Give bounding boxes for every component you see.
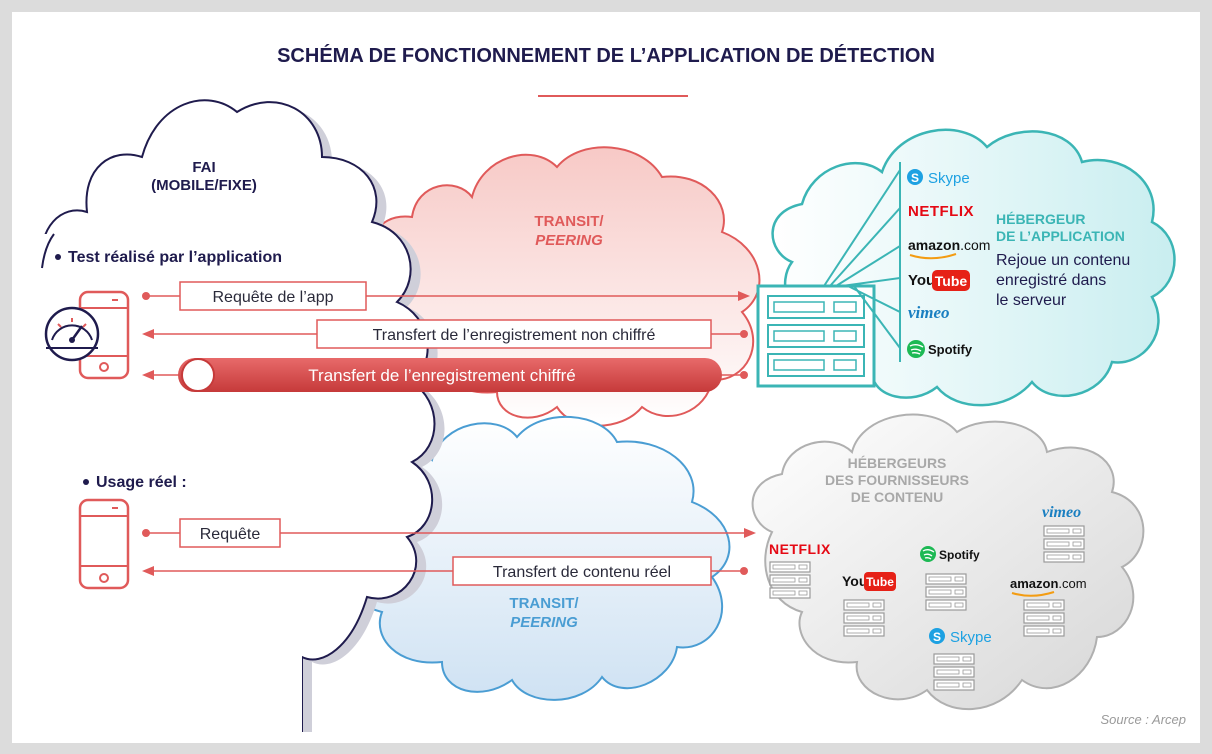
svg-text:amazon.com: amazon.com bbox=[1010, 576, 1087, 591]
content-hosts-heading-1: HÉBERGEURS bbox=[848, 455, 947, 471]
amazon-server-icon bbox=[1023, 599, 1065, 637]
svg-text:Tube: Tube bbox=[866, 575, 894, 589]
fai-cloud-edge-left bbox=[41, 233, 55, 269]
app-host-desc-2: enregistré dans bbox=[996, 272, 1106, 289]
youtube-logo-bottom: You Tube bbox=[842, 572, 896, 591]
test-heading: Test réalisé par l’application bbox=[68, 249, 282, 266]
test-bullet bbox=[55, 254, 61, 260]
app-host-fan-lines bbox=[823, 162, 901, 362]
svg-text:S: S bbox=[911, 171, 919, 185]
phone-usage-icon bbox=[78, 498, 130, 590]
svg-text:Skype: Skype bbox=[950, 629, 992, 646]
diagram-canvas: SCHÉMA DE FONCTIONNEMENT DE L’APPLICATIO… bbox=[12, 44, 1186, 742]
app-host-desc-1: Rejoue un contenu bbox=[996, 252, 1130, 269]
netflix-server-icon bbox=[769, 561, 811, 599]
speedometer-icon bbox=[44, 306, 100, 362]
content-hosts-heading-2: DES FOURNISSEURS bbox=[825, 472, 969, 488]
app-host-desc-3: le serveur bbox=[996, 292, 1067, 309]
arrow-transfer-encrypted: Transfert de l’enregistrement chiffré bbox=[142, 358, 748, 392]
transit-top-cloud bbox=[373, 146, 761, 427]
label-transfer-real: Transfert de contenu réel bbox=[493, 564, 671, 581]
label-request-app: Requête de l’app bbox=[213, 289, 334, 306]
vimeo-logo-top: vimeo bbox=[908, 303, 950, 322]
amazon-logo-top: amazon.com bbox=[908, 237, 990, 260]
svg-text:amazon.com: amazon.com bbox=[908, 237, 990, 253]
svg-text:Tube: Tube bbox=[935, 273, 968, 289]
app-host-heading-1: HÉBERGEUR bbox=[996, 211, 1085, 227]
skype-logo-top: S Skype bbox=[907, 169, 970, 187]
app-host-server-icon bbox=[756, 284, 876, 388]
svg-text:S: S bbox=[933, 630, 941, 644]
vimeo-server-icon bbox=[1043, 525, 1085, 563]
usage-bullet bbox=[83, 479, 89, 485]
content-hosts-heading-3: DE CONTENU bbox=[851, 489, 944, 505]
spotify-logo-top: Spotify bbox=[907, 340, 973, 358]
netflix-logo-top: NETFLIX bbox=[908, 203, 974, 220]
svg-text:Skype: Skype bbox=[928, 170, 970, 187]
transit-bottom-label-1: TRANSIT/ bbox=[509, 595, 579, 612]
label-request: Requête bbox=[200, 526, 261, 543]
svg-text:You: You bbox=[842, 573, 867, 589]
arrow-transfer-real: Transfert de contenu réel bbox=[142, 556, 748, 586]
youtube-logo-top: You Tube bbox=[908, 270, 970, 291]
skype-logo-bottom: S Skype bbox=[929, 628, 992, 646]
arrow-request: Requête bbox=[142, 518, 756, 548]
label-transfer-encrypted: Transfert de l’enregistrement chiffré bbox=[308, 366, 575, 385]
app-host-heading-2: DE L’APPLICATION bbox=[996, 228, 1125, 244]
arrow-request-app: Requête de l’app bbox=[142, 281, 750, 311]
svg-text:Spotify: Spotify bbox=[928, 342, 973, 357]
transit-bottom-label-2: PEERING bbox=[510, 614, 578, 631]
source-note: Source : Arcep bbox=[1100, 712, 1186, 727]
svg-text:You: You bbox=[908, 272, 935, 289]
svg-text:Spotify: Spotify bbox=[939, 548, 980, 562]
netflix-logo-bottom: NETFLIX bbox=[769, 541, 831, 557]
transit-top-label-2: PEERING bbox=[535, 232, 603, 249]
amazon-logo-bottom: amazon.com bbox=[1010, 576, 1087, 597]
spotify-logo-bottom: Spotify bbox=[920, 546, 980, 562]
youtube-server-icon bbox=[843, 599, 885, 637]
fai-label-1: FAI bbox=[192, 159, 215, 176]
diagram-panel: SCHÉMA DE FONCTIONNEMENT DE L’APPLICATIO… bbox=[12, 12, 1200, 743]
transit-top-label-1: TRANSIT/ bbox=[534, 213, 604, 230]
usage-heading: Usage réel : bbox=[96, 474, 187, 491]
label-transfer-unencrypted: Transfert de l’enregistrement non chiffr… bbox=[373, 327, 656, 344]
fai-label-2: (MOBILE/FIXE) bbox=[151, 177, 257, 194]
arrow-transfer-unencrypted: Transfert de l’enregistrement non chiffr… bbox=[142, 319, 748, 349]
vimeo-logo-bottom: vimeo bbox=[1042, 504, 1081, 521]
diagram-title: SCHÉMA DE FONCTIONNEMENT DE L’APPLICATIO… bbox=[277, 44, 935, 67]
spotify-server-icon bbox=[925, 573, 967, 611]
skype-server-icon bbox=[933, 653, 975, 691]
